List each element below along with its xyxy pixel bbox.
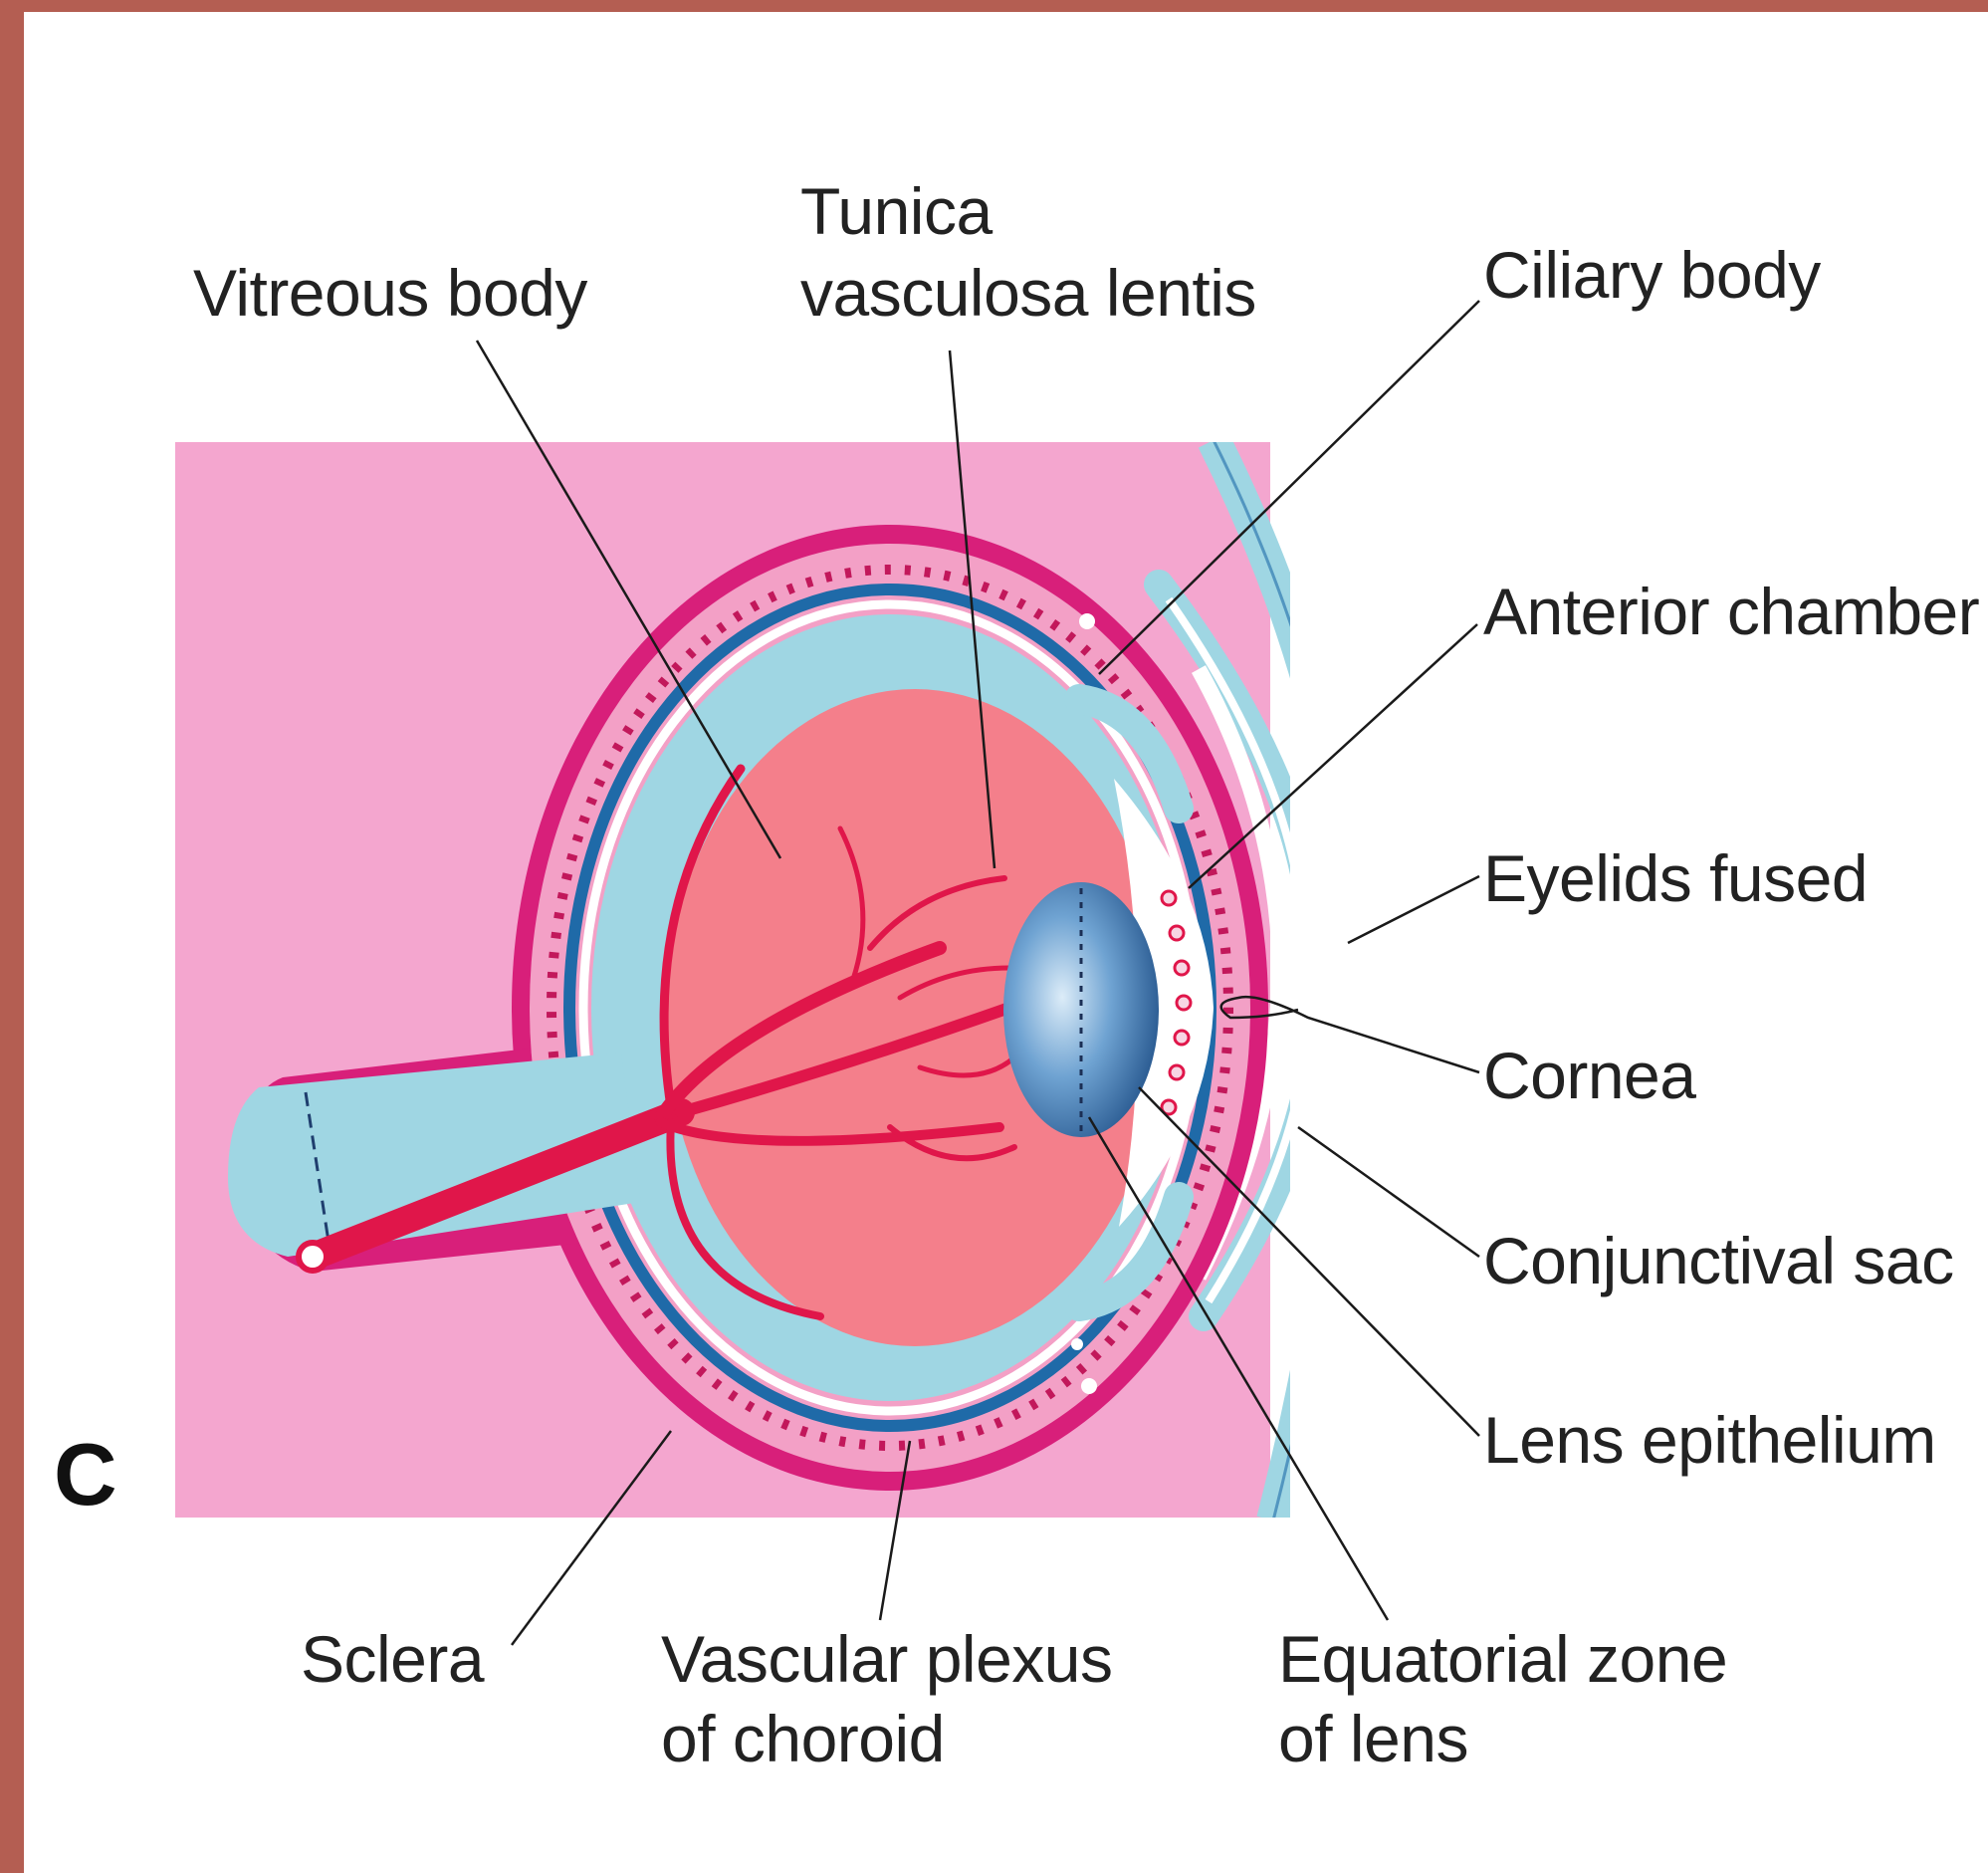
label-tunica-line1: Tunica [800,169,993,253]
label-equatorial-line1: Equatorial zone [1278,1617,1727,1701]
label-lens-epithelium: Lens epithelium [1483,1398,1936,1482]
label-tunica-line2: vasculosa lentis [800,251,1256,335]
label-anterior-chamber: Anterior chamber [1483,570,1979,653]
label-sclera: Sclera [301,1617,484,1701]
figure-frame: C Vitreous body Tunica vasculosa lentis … [24,12,1988,1873]
label-vascular-line2: of choroid [661,1697,945,1780]
label-eyelids-fused: Eyelids fused [1483,836,1868,920]
label-vitreous-body: Vitreous body [193,251,587,335]
label-equatorial-line2: of lens [1278,1697,1468,1780]
label-vascular-line1: Vascular plexus [661,1617,1113,1701]
lens [1003,882,1159,1137]
label-ciliary-body: Ciliary body [1483,233,1821,317]
panel-letter: C [54,1424,117,1525]
label-conjunctival-sac: Conjunctival sac [1483,1219,1954,1302]
label-cornea: Cornea [1483,1034,1695,1117]
